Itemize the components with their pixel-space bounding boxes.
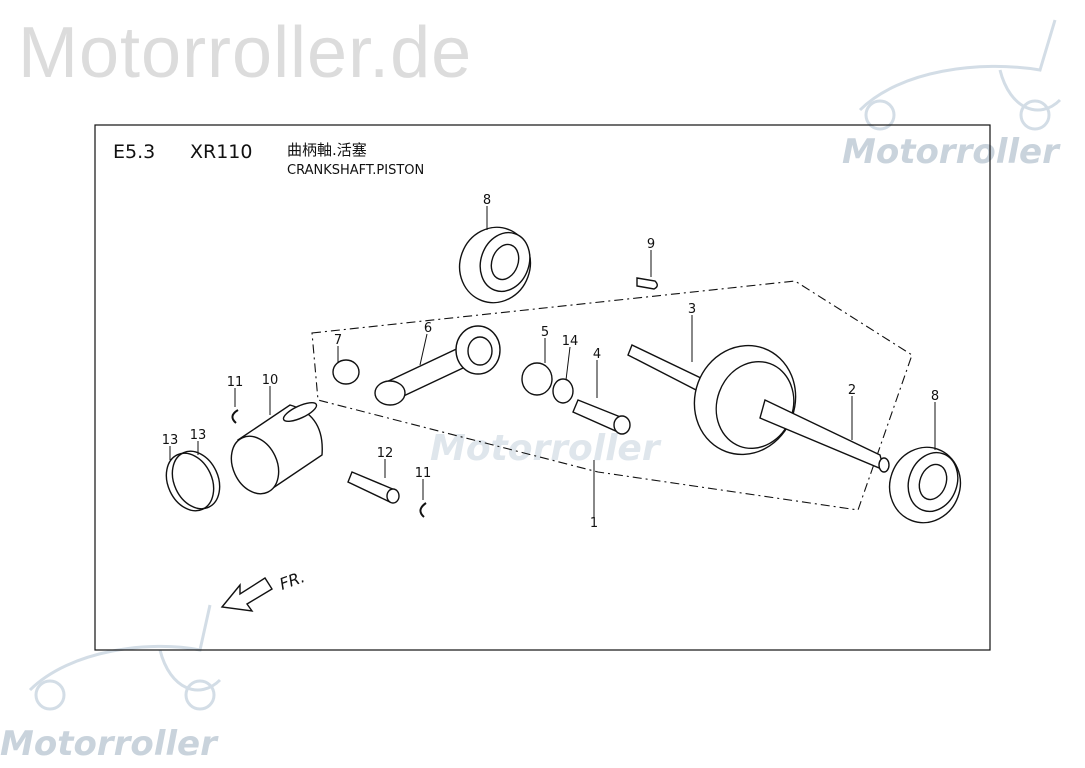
title-english: CRANKSHAFT.PISTON: [287, 163, 424, 178]
small-end-bearing: [332, 359, 360, 385]
part-label: 8: [931, 389, 939, 404]
piston: [230, 401, 323, 495]
watermark-site-name: Motorroller.de: [18, 13, 473, 93]
part-label: 13: [190, 428, 207, 443]
crankshaft: [627, 344, 890, 473]
section-code: E5.3: [113, 141, 155, 163]
diagram-frame: [94, 124, 991, 651]
part-label: 11: [415, 466, 432, 481]
part-label: 9: [647, 237, 655, 252]
part-label: 4: [593, 347, 601, 362]
part-label: 1: [590, 516, 598, 531]
watermark-logo-center: Motorroller: [430, 428, 660, 469]
crank-pin: [572, 399, 631, 435]
part-label: 6: [424, 321, 432, 336]
connecting-rod: [374, 325, 501, 406]
part-label: 3: [688, 302, 696, 317]
part-label: 13: [162, 433, 179, 448]
bearing-right: [888, 446, 962, 524]
watermark-logo-top-right: Motorroller: [842, 132, 1059, 172]
piston-ring: [165, 452, 215, 512]
part-label: 2: [848, 383, 856, 398]
part-label: 5: [541, 325, 549, 340]
part-label: 10: [262, 373, 279, 388]
watermark-logo-bottom-left: Motorroller: [0, 724, 217, 764]
part-label: 8: [483, 193, 491, 208]
front-direction-arrow-icon: [220, 577, 273, 612]
model-name: XR110: [190, 141, 252, 163]
big-end-bearing: [521, 362, 553, 396]
bearing-top: [458, 226, 532, 304]
title-chinese: 曲柄軸.活塞: [287, 141, 367, 159]
part-label: 12: [377, 446, 394, 461]
piston-ring: [171, 450, 221, 510]
piston-clip: [231, 409, 239, 424]
piston-clip: [419, 502, 427, 518]
leader-lines: [169, 206, 936, 517]
part-label: 11: [227, 375, 244, 390]
scooter-watermark-icon: [28, 19, 1062, 711]
part-label: 14: [562, 334, 579, 349]
front-direction-label: FR.: [277, 567, 307, 594]
thrust-washer: [552, 378, 574, 404]
piston-pin: [347, 471, 400, 504]
part-label: 7: [334, 333, 342, 348]
woodruff-key: [636, 277, 658, 290]
